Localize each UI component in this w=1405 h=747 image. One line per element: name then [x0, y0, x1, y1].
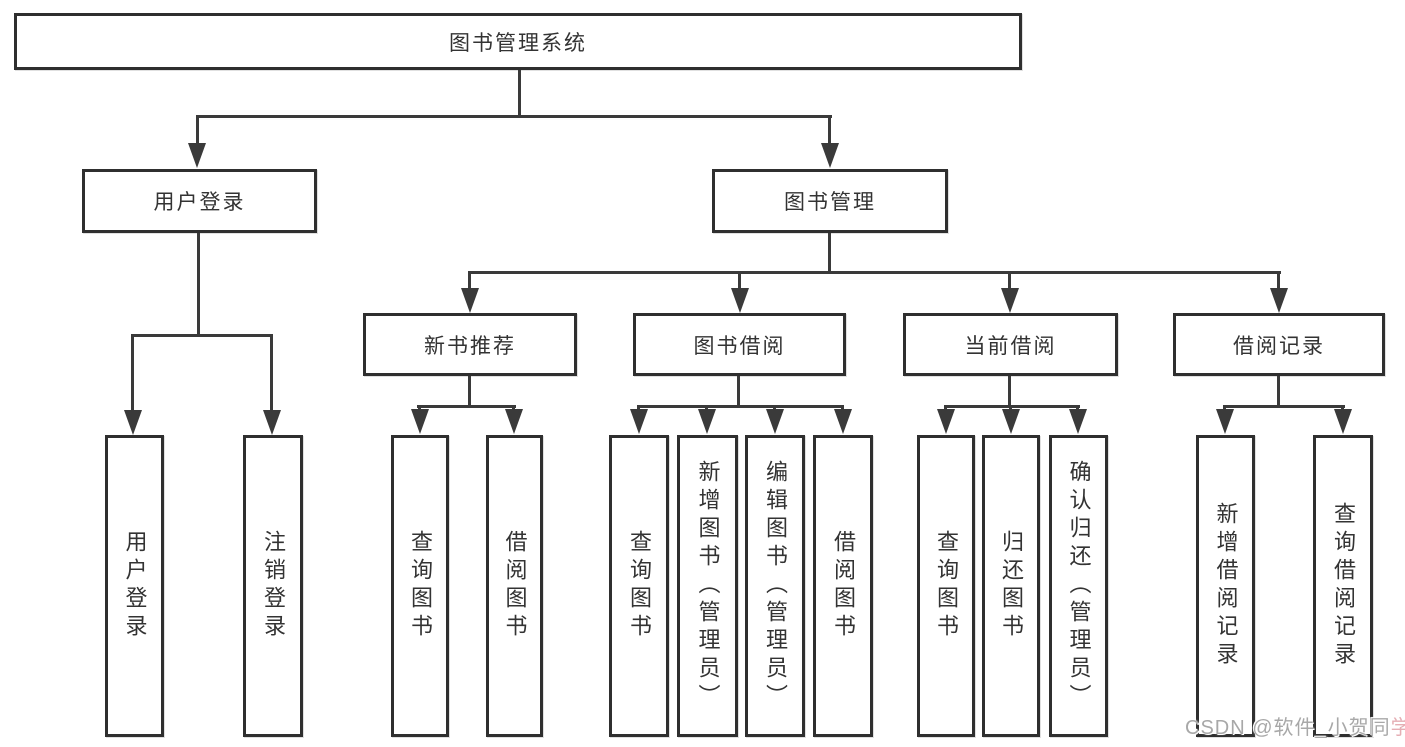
leaf-borrow-borrow: 借阅图书	[813, 435, 873, 737]
node-new-book: 新书推荐	[363, 313, 577, 376]
node-root-label: 图书管理系统	[449, 31, 587, 55]
leaf-record-query-label: 查询借阅记录	[1331, 502, 1356, 670]
edge-level3-branch	[468, 271, 1281, 274]
edge-book-borrow-branch	[637, 405, 844, 408]
leaf-borrow-query: 查询图书	[609, 435, 669, 737]
edge-stem-logout-leaf	[270, 334, 273, 412]
edge-stem-current-borrow	[1008, 271, 1011, 290]
leaf-record-add: 新增借阅记录	[1196, 435, 1255, 737]
edge-stem-book-borrow	[738, 271, 741, 290]
edge-stem-book-mgmt	[828, 115, 831, 145]
leaf-newbook-query-label: 查询图书	[408, 530, 433, 642]
arrow-down-logout-leaf	[263, 410, 281, 435]
csdn-watermark: CSDN @软件_小贺同学	[1185, 711, 1405, 740]
arrow-down-bb2	[766, 409, 784, 434]
node-book-mgmt-label: 图书管理	[784, 191, 876, 214]
leaf-record-add-label: 新增借阅记录	[1213, 502, 1239, 670]
edge-new-book-trunk	[468, 376, 471, 408]
edge-stem-new-book	[468, 271, 471, 290]
edge-level2-branch	[196, 115, 832, 118]
arrow-down-cb0	[937, 409, 955, 434]
leaf-borrow-add-admin: 新增图书（管理员）	[677, 435, 738, 737]
arrow-down-nb0	[411, 409, 429, 434]
leaf-borrow-borrow-label: 借阅图书	[831, 530, 856, 642]
leaf-borrow-query-label: 查询图书	[627, 530, 652, 642]
edge-stem-user-login	[196, 115, 199, 145]
watermark-text: CSDN @软件_小贺同	[1185, 717, 1391, 739]
leaf-borrow-add-admin-label: 新增图书（管理员）	[695, 460, 721, 712]
node-root: 图书管理系统	[14, 13, 1022, 70]
watermark-accent: 学	[1390, 717, 1405, 739]
leaf-current-query-label: 查询图书	[934, 530, 959, 642]
edge-root-trunk	[518, 70, 521, 117]
arrow-down-bb1	[698, 409, 716, 434]
edge-current-borrow-trunk	[1008, 376, 1011, 408]
node-book-borrow-label: 图书借阅	[693, 334, 786, 358]
node-book-mgmt: 图书管理	[712, 169, 948, 233]
leaf-newbook-query: 查询图书	[391, 435, 449, 737]
leaf-newbook-borrow: 借阅图书	[486, 435, 543, 737]
leaf-current-return-label: 归还图书	[999, 530, 1024, 642]
leaf-record-query: 查询借阅记录	[1313, 435, 1373, 737]
leaf-borrow-edit-admin-label: 编辑图书（管理员）	[763, 460, 788, 712]
edge-borrow-records-trunk	[1277, 376, 1280, 408]
node-user-login-label: 用户登录	[153, 191, 246, 214]
arrow-down-login-leaf	[124, 410, 142, 435]
edge-book-borrow-trunk	[737, 376, 740, 408]
leaf-logout: 注销登录	[243, 435, 303, 737]
arrow-down-br1	[1334, 409, 1352, 434]
leaf-current-query: 查询图书	[917, 435, 975, 737]
edge-borrow-records-branch	[1223, 405, 1345, 408]
arrow-down-user-login	[188, 143, 206, 168]
arrow-down-nb1	[505, 409, 523, 434]
arrow-down-cb2	[1069, 409, 1087, 434]
node-borrow-records: 借阅记录	[1173, 313, 1385, 376]
node-user-login: 用户登录	[82, 169, 317, 233]
edge-stem-borrow-records	[1277, 271, 1280, 290]
leaf-borrow-edit-admin: 编辑图书（管理员）	[745, 435, 805, 737]
leaf-user-login-label: 用户登录	[122, 530, 148, 642]
node-current-borrow-label: 当前借阅	[964, 334, 1057, 358]
arrow-down-new-book	[461, 288, 479, 313]
node-current-borrow: 当前借阅	[903, 313, 1118, 376]
arrow-down-book-mgmt	[821, 143, 839, 168]
edge-current-borrow-branch	[944, 405, 1080, 408]
arrow-down-book-borrow	[731, 288, 749, 313]
arrow-down-cb1	[1002, 409, 1020, 434]
leaf-current-confirm-admin: 确认归还（管理员）	[1049, 435, 1108, 737]
arrow-down-borrow-records	[1270, 288, 1288, 313]
arrow-down-current-borrow	[1001, 288, 1019, 313]
node-new-book-label: 新书推荐	[424, 334, 516, 358]
edge-user-login-trunk	[197, 233, 200, 337]
edge-book-mgmt-trunk	[828, 233, 831, 274]
leaf-current-return: 归还图书	[982, 435, 1040, 737]
leaf-current-confirm-admin-label: 确认归还（管理员）	[1066, 460, 1092, 712]
leaf-newbook-borrow-label: 借阅图书	[502, 530, 528, 642]
arrow-down-br0	[1216, 409, 1234, 434]
edge-new-book-branch	[417, 405, 516, 408]
node-borrow-records-label: 借阅记录	[1233, 334, 1325, 358]
edge-user-login-branch	[131, 334, 273, 337]
arrow-down-bb3	[834, 409, 852, 434]
node-book-borrow: 图书借阅	[633, 313, 846, 376]
edge-stem-login-leaf	[131, 334, 134, 412]
leaf-user-login: 用户登录	[105, 435, 164, 737]
arrow-down-bb0	[630, 409, 648, 434]
leaf-logout-label: 注销登录	[261, 530, 286, 642]
